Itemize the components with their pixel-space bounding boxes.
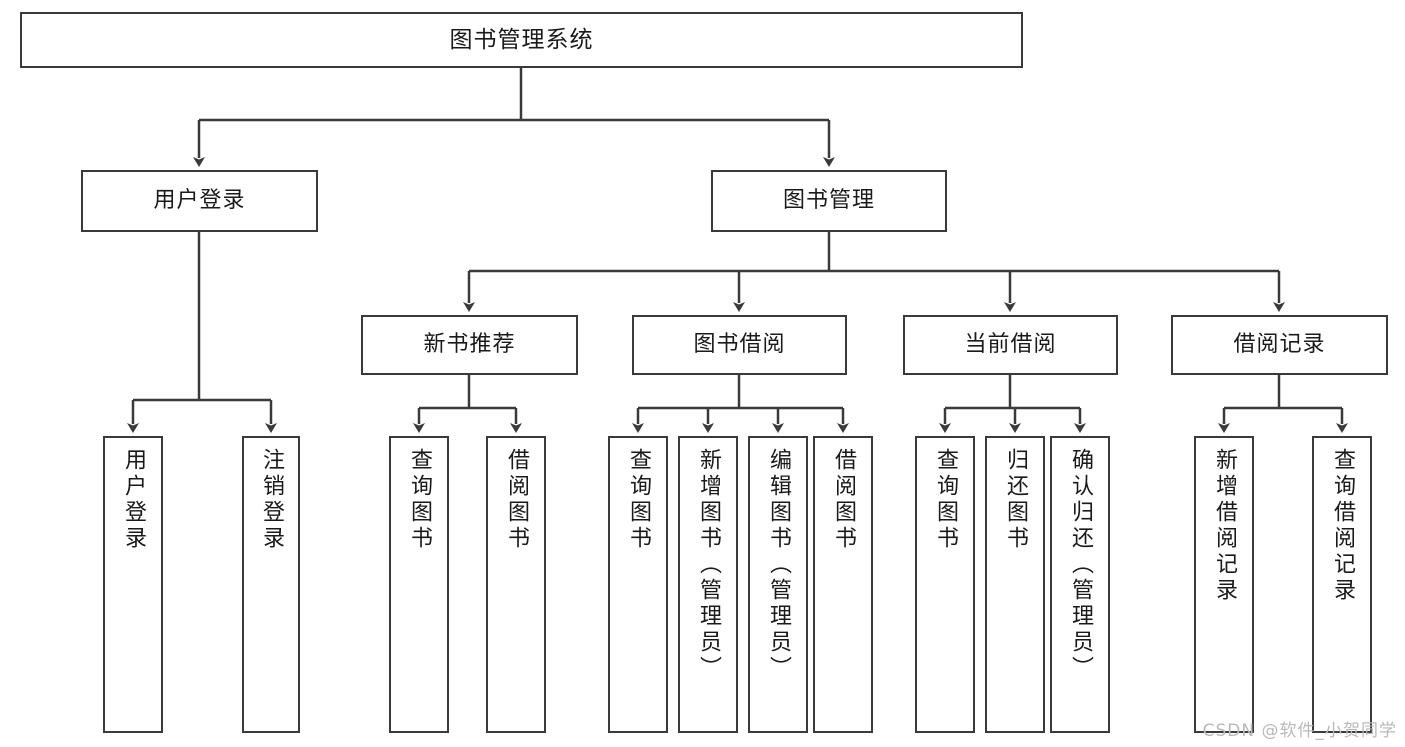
leaf-add-borrow-record[interactable]: 新增借阅记录 xyxy=(1194,436,1254,733)
node-current-borrow-label: 当前借阅 xyxy=(964,332,1057,357)
node-new-book-recommend-label: 新书推荐 xyxy=(423,332,516,357)
leaf-add-book-admin-label: 新增图书（管理员） xyxy=(696,448,721,682)
leaf-add-borrow-record-label: 新增借阅记录 xyxy=(1212,448,1237,604)
leaf-user-logout[interactable]: 注销登录 xyxy=(242,436,300,733)
leaf-query-borrow-record[interactable]: 查询借阅记录 xyxy=(1312,436,1372,733)
leaf-borrow-book-recommend-label: 借阅图书 xyxy=(504,448,529,552)
leaf-edit-book-admin-label: 编辑图书（管理员） xyxy=(766,448,791,682)
leaf-query-book-current[interactable]: 查询图书 xyxy=(915,436,975,733)
watermark-text: CSDN @软件_小贺同学 xyxy=(1202,721,1397,741)
node-current-borrow[interactable]: 当前借阅 xyxy=(903,315,1118,375)
node-borrow-record-label: 借阅记录 xyxy=(1233,332,1326,357)
leaf-add-book-admin[interactable]: 新增图书（管理员） xyxy=(678,436,738,733)
node-root[interactable]: 图书管理系统 xyxy=(20,12,1023,68)
leaf-query-book-recommend-label: 查询图书 xyxy=(407,448,432,552)
leaf-user-login-label: 用户登录 xyxy=(121,448,146,552)
node-book-management[interactable]: 图书管理 xyxy=(711,170,947,232)
leaf-user-login[interactable]: 用户登录 xyxy=(103,436,163,733)
leaf-query-book-borrow-label: 查询图书 xyxy=(626,448,651,552)
leaf-borrow-book[interactable]: 借阅图书 xyxy=(813,436,873,733)
leaf-borrow-book-recommend[interactable]: 借阅图书 xyxy=(486,436,546,733)
leaf-return-book-label: 归还图书 xyxy=(1003,448,1028,552)
node-user-login[interactable]: 用户登录 xyxy=(81,170,318,232)
leaf-query-book-borrow[interactable]: 查询图书 xyxy=(608,436,668,733)
node-borrow-record[interactable]: 借阅记录 xyxy=(1171,315,1388,375)
leaf-borrow-book-label: 借阅图书 xyxy=(831,448,856,552)
node-new-book-recommend[interactable]: 新书推荐 xyxy=(361,315,578,375)
leaf-confirm-return-admin[interactable]: 确认归还（管理员） xyxy=(1050,436,1110,733)
leaf-user-logout-label: 注销登录 xyxy=(259,448,284,552)
leaf-confirm-return-admin-label: 确认归还（管理员） xyxy=(1068,448,1093,682)
leaf-return-book[interactable]: 归还图书 xyxy=(985,436,1045,733)
leaf-query-book-recommend[interactable]: 查询图书 xyxy=(389,436,449,733)
node-book-borrow[interactable]: 图书借阅 xyxy=(632,315,847,375)
node-book-borrow-label: 图书借阅 xyxy=(693,332,786,357)
leaf-edit-book-admin[interactable]: 编辑图书（管理员） xyxy=(748,436,808,733)
node-user-login-label: 用户登录 xyxy=(153,188,246,213)
node-book-management-label: 图书管理 xyxy=(782,188,875,213)
leaf-query-borrow-record-label: 查询借阅记录 xyxy=(1330,448,1355,604)
leaf-query-book-current-label: 查询图书 xyxy=(933,448,958,552)
node-root-label: 图书管理系统 xyxy=(449,26,594,53)
